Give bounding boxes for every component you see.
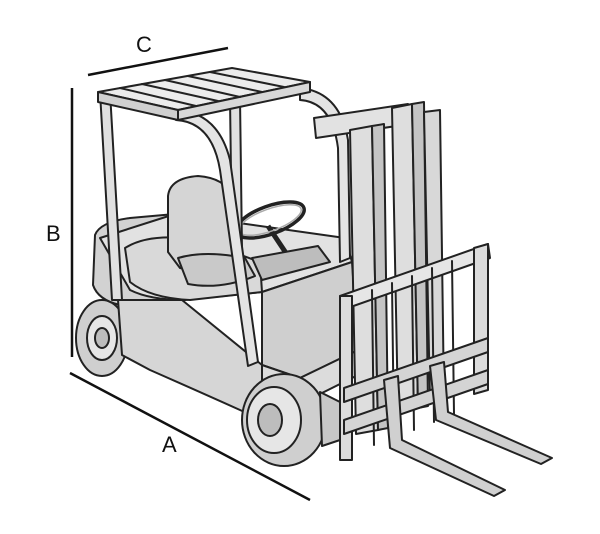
- dimension-label-a: A: [162, 432, 177, 457]
- front-wheel: [241, 373, 341, 467]
- overhead-guard: [97, 67, 351, 367]
- dashboard: [251, 245, 331, 281]
- load-backrest: [339, 243, 491, 461]
- forks: [383, 361, 553, 497]
- dimension-label-c: C: [136, 32, 152, 57]
- dimension-line-c: [87, 46, 229, 77]
- dimension-line-a: [69, 371, 311, 502]
- dimension-label-b: B: [46, 221, 61, 246]
- forklift-illustration: [75, 67, 553, 497]
- dimension-lines: [69, 46, 311, 502]
- mast: [313, 101, 445, 435]
